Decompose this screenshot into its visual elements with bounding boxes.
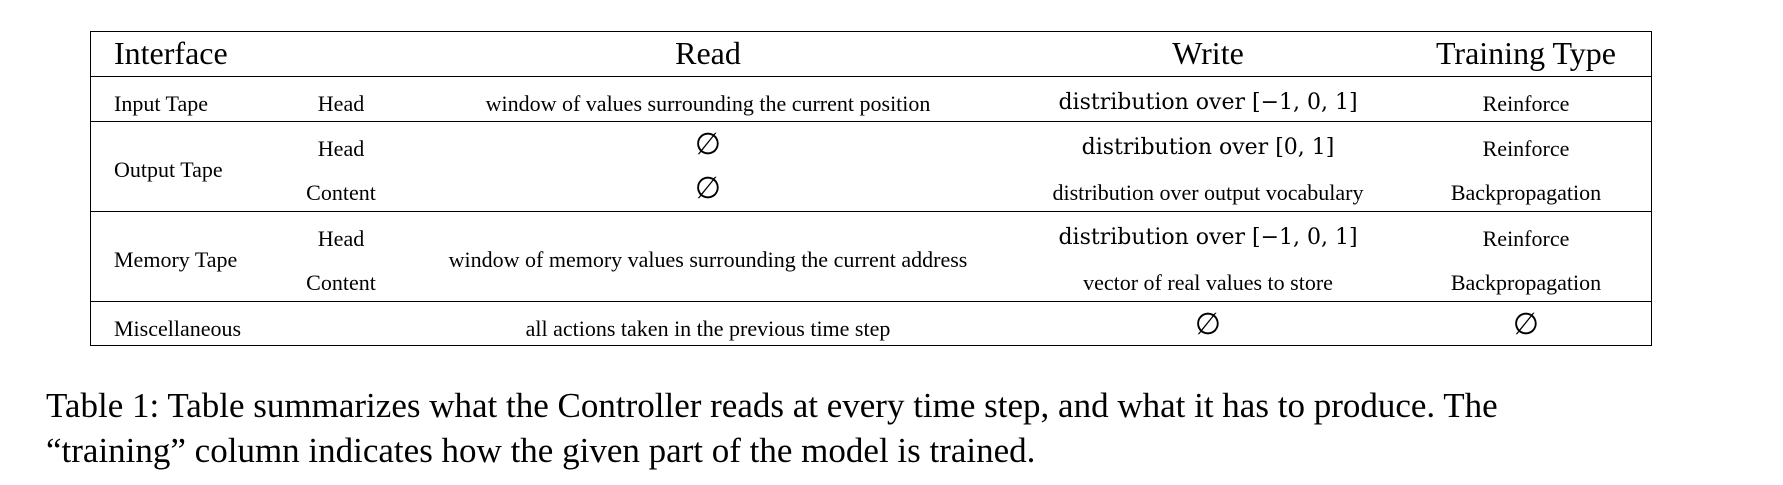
row-memory-tape-head-write: distribution over [−1, 0, 1] xyxy=(1058,225,1358,250)
row-input-tape-read: window of values surrounding the current… xyxy=(485,91,931,116)
row-output-tape-head-read-empty: ∅ xyxy=(694,127,722,162)
row-output-tape-interface: Output Tape xyxy=(114,157,223,182)
row-memory-tape-interface: Memory Tape xyxy=(114,247,238,272)
controller-interface-table: Interface Read Write Training Type Input… xyxy=(90,31,1652,346)
row-output-tape-head-training: Reinforce xyxy=(1482,136,1570,161)
row-input-tape-interface: Input Tape xyxy=(114,91,208,116)
row-output-tape-content-write: distribution over output vocabulary xyxy=(1052,180,1364,205)
header-read: Read xyxy=(675,35,741,71)
row-memory-tape-head-training: Reinforce xyxy=(1482,226,1570,251)
row-misc-interface: Miscellaneous xyxy=(114,316,242,341)
row-output-tape-head-write: distribution over [0, 1] xyxy=(1081,135,1335,160)
row-output-tape-content-training: Backpropagation xyxy=(1450,180,1602,205)
rule-header xyxy=(91,76,1651,77)
header-training-type: Training Type xyxy=(1436,35,1616,71)
row-memory-tape-head-label: Head xyxy=(317,226,365,251)
row-memory-tape-read: window of memory values surrounding the … xyxy=(448,247,968,272)
row-input-tape-write: distribution over [−1, 0, 1] xyxy=(1058,90,1358,115)
table-caption: Table 1: Table summarizes what the Contr… xyxy=(46,383,1746,473)
row-memory-tape-content-training: Backpropagation xyxy=(1450,270,1602,295)
rule-output-tape xyxy=(91,211,1651,212)
header-interface: Interface xyxy=(114,35,228,71)
row-output-tape-head-label: Head xyxy=(317,136,365,161)
caption-line-1: Table 1: Table summarizes what the Contr… xyxy=(46,386,1498,425)
row-input-tape-training: Reinforce xyxy=(1482,91,1570,116)
header-write: Write xyxy=(1172,35,1244,71)
row-misc-training-empty: ∅ xyxy=(1512,307,1540,342)
rule-input-tape xyxy=(91,121,1651,122)
row-input-tape-head-label: Head xyxy=(317,91,365,116)
rule-memory-tape xyxy=(91,301,1651,302)
row-output-tape-content-read-empty: ∅ xyxy=(694,171,722,206)
row-memory-tape-content-label: Content xyxy=(306,270,376,295)
row-memory-tape-content-write: vector of real values to store xyxy=(1083,270,1333,295)
row-misc-write-empty: ∅ xyxy=(1194,307,1222,342)
row-output-tape-content-label: Content xyxy=(306,180,376,205)
row-misc-read: all actions taken in the previous time s… xyxy=(525,316,891,341)
caption-line-2: “training” column indicates how the give… xyxy=(46,431,1036,470)
